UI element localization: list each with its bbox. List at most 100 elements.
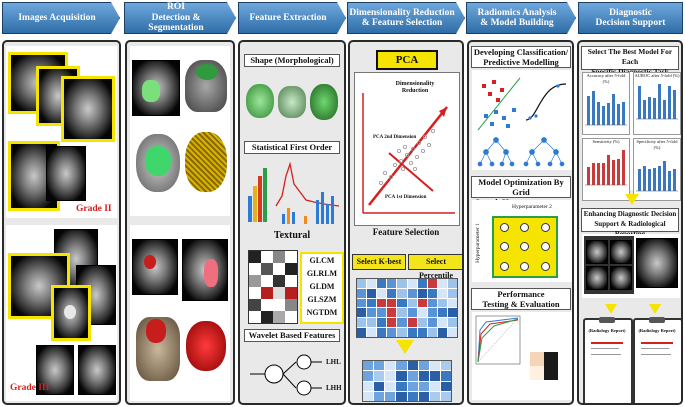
tumor-highlight bbox=[64, 305, 76, 319]
heatmap-cell bbox=[397, 318, 407, 328]
header-roi-segmentation: ROI Detection & Segmentation bbox=[124, 2, 236, 34]
report-line bbox=[591, 342, 623, 344]
heatmap-cell bbox=[429, 361, 440, 371]
heatmap-cell bbox=[437, 328, 447, 337]
heatmap-cell bbox=[437, 318, 447, 328]
heatmap-cell bbox=[440, 381, 451, 391]
header-feature-extraction: Feature Extraction bbox=[238, 2, 346, 34]
first-order-histograms bbox=[248, 161, 340, 224]
segmentation-mask-pink bbox=[204, 259, 218, 287]
heatmap-cell bbox=[447, 279, 457, 288]
header-images-acquisition: Images Acquisition bbox=[2, 2, 120, 34]
chart-bars bbox=[636, 84, 678, 120]
chart-sensitivity: Sensitivity (%) bbox=[582, 138, 630, 201]
tumor-3d-cap bbox=[196, 64, 218, 80]
heatmap-cell bbox=[357, 279, 367, 288]
clipboard-clip bbox=[599, 317, 615, 323]
shape-mesh bbox=[246, 84, 274, 118]
heatmap-cell bbox=[427, 318, 437, 328]
segmentation-mask-red bbox=[144, 255, 156, 269]
header-label: Radiomics Analysis & Model Building bbox=[477, 7, 557, 28]
down-arrow bbox=[625, 194, 639, 205]
segmentation-mask-red bbox=[146, 319, 166, 343]
grade2-panel: Grade II bbox=[6, 46, 117, 218]
chart-bar bbox=[653, 98, 656, 119]
histogram-stack bbox=[248, 168, 267, 222]
heatmap-cell bbox=[387, 279, 397, 288]
grid-search-box bbox=[492, 216, 558, 278]
heatmap-cell bbox=[417, 279, 427, 288]
heatmap-cell bbox=[447, 328, 457, 337]
chart-bars bbox=[585, 150, 627, 186]
grid-point bbox=[499, 261, 509, 271]
heatmap-cell bbox=[385, 381, 396, 391]
mri-slice bbox=[46, 146, 86, 201]
roi-panel-bottom bbox=[130, 225, 230, 401]
heatmap-cell bbox=[367, 288, 377, 298]
feature-heatmap bbox=[356, 278, 458, 338]
chart-specificity: Specificity after 5-fold (%) bbox=[633, 138, 681, 201]
chart-bar bbox=[622, 150, 625, 185]
chart-bar bbox=[658, 166, 661, 191]
grid-point bbox=[541, 242, 551, 252]
chart-bar bbox=[663, 161, 666, 191]
chart-bar bbox=[668, 171, 671, 191]
heatmap-cell bbox=[417, 288, 427, 298]
texture-item-ngtdm: NGTDM bbox=[306, 308, 338, 317]
heatmap-cell bbox=[374, 391, 385, 401]
heatmap-cell bbox=[437, 298, 447, 308]
heatmap-cell bbox=[377, 288, 387, 298]
histogram-bars bbox=[282, 192, 334, 224]
heatmap-cell bbox=[363, 381, 374, 391]
chart-bar bbox=[663, 100, 666, 119]
grade3-panel: Grade III bbox=[6, 225, 117, 401]
chart-bar bbox=[673, 90, 676, 119]
chart-bar bbox=[612, 160, 615, 185]
heatmap-cell bbox=[437, 308, 447, 318]
header-label: ROI Detection & Segmentation bbox=[148, 2, 204, 34]
chart-bar bbox=[607, 103, 610, 125]
mri-slice bbox=[61, 76, 115, 142]
grid-point bbox=[541, 261, 551, 271]
chart-bar bbox=[622, 102, 625, 125]
chart-bar bbox=[602, 163, 605, 185]
section-wavelet: Wavelet Based Features bbox=[244, 329, 340, 342]
grade2-label: Grade II bbox=[76, 204, 112, 214]
heatmap-cell bbox=[397, 298, 407, 308]
header-decision-support: Diagnostic Decision Support bbox=[578, 2, 683, 34]
column-dimensionality-reduction: PCA Dimensionality Reduction PCA 2nd Dim… bbox=[348, 40, 464, 405]
chart-bar bbox=[597, 163, 600, 185]
select-percentile-button[interactable]: Select Percentile bbox=[408, 254, 462, 280]
clipboard-clip bbox=[649, 317, 665, 323]
heatmap-cell bbox=[397, 308, 407, 318]
heatmap-cell bbox=[418, 391, 429, 401]
report-card-1: (Radiology Report) bbox=[583, 317, 633, 403]
heatmap-cell bbox=[357, 328, 367, 337]
select-kbest-button[interactable]: Select K-best bbox=[352, 254, 406, 270]
chart-bar bbox=[643, 166, 646, 191]
header-radiomics-analysis: Radiomics Analysis & Model Building bbox=[466, 2, 576, 34]
report-line bbox=[641, 348, 669, 349]
heatmap-cell bbox=[396, 391, 407, 401]
tumor-3d-red bbox=[186, 321, 226, 371]
shape-mesh bbox=[278, 86, 306, 118]
heatmap-cell bbox=[357, 288, 367, 298]
heatmap-cell bbox=[407, 288, 417, 298]
report-title: (Radiology Report) bbox=[588, 328, 626, 333]
chart-bar bbox=[597, 102, 600, 125]
wavelet-diagram bbox=[250, 354, 322, 396]
heatmap-cell bbox=[374, 371, 385, 381]
chart-bars bbox=[585, 91, 627, 126]
heatmap-cell bbox=[407, 381, 418, 391]
chart-bar bbox=[673, 169, 676, 191]
mri-slice bbox=[610, 240, 632, 264]
heatmap-cell bbox=[377, 318, 387, 328]
heatmap-cell bbox=[447, 318, 457, 328]
grade3-label: Grade III bbox=[10, 383, 50, 393]
chart-bar bbox=[668, 86, 671, 119]
heatmap-cell bbox=[385, 361, 396, 371]
heatmap-cell bbox=[387, 298, 397, 308]
section-textural: Textural bbox=[273, 230, 311, 241]
heatmap-cell bbox=[367, 298, 377, 308]
chart-bar bbox=[587, 96, 590, 125]
